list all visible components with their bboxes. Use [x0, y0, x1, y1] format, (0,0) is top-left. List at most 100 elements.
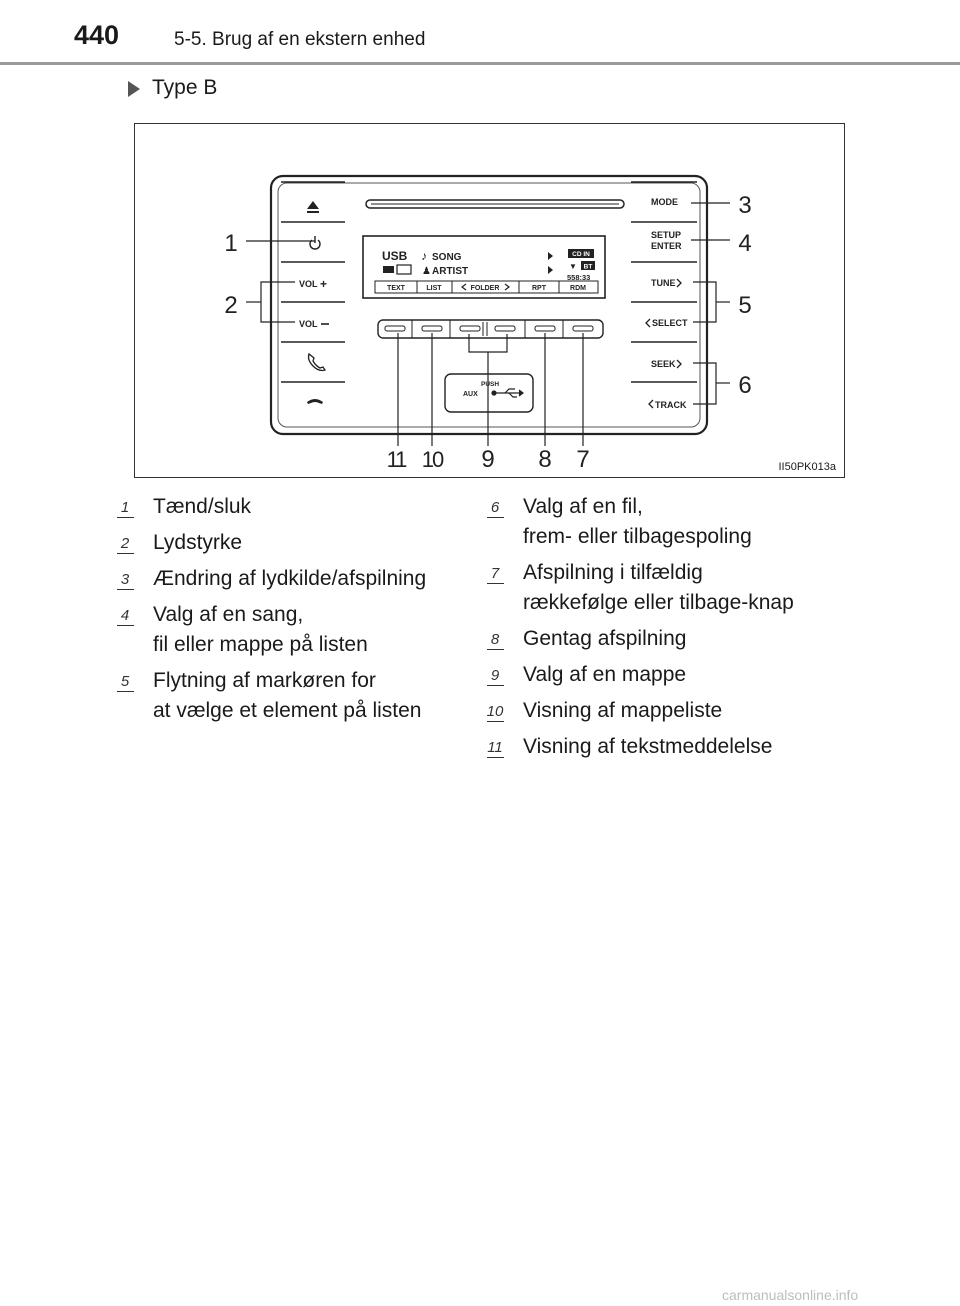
- callout-3: 3: [738, 192, 751, 219]
- play-arrow-icon: [548, 252, 553, 260]
- signal-icon: ▼: [569, 262, 577, 271]
- figure-radio-panel: VOL + VOL MODE SETUP ENTER TUNE SELECT S…: [134, 123, 845, 478]
- legend-item: 2 Lydstyrke: [114, 528, 474, 558]
- right-buttons: [631, 181, 697, 383]
- header-rule: [0, 62, 960, 65]
- cd-in-badge: CD IN: [572, 251, 590, 258]
- legend-text: Visning af mappeliste: [523, 699, 723, 722]
- callout-11: 11: [387, 447, 408, 472]
- phone-pickup-icon[interactable]: [307, 352, 327, 372]
- battery-icon: [396, 264, 412, 275]
- legend-item: 5 Flytning af markøren for at vælge et ele…: [114, 666, 474, 726]
- aux-label: AUX: [463, 391, 478, 398]
- legend-number: 8: [490, 631, 500, 648]
- callout-9: 9: [481, 446, 494, 473]
- legend-text: Afspilning i tilfældig: [523, 561, 703, 584]
- legend-text: at vælge et element på listen: [153, 699, 422, 722]
- subheading: Type B: [152, 76, 218, 99]
- display-song: SONG: [432, 252, 462, 263]
- chevron-left-icon: [461, 283, 467, 291]
- bt-badge: BT: [584, 264, 593, 271]
- callout-5: 5: [738, 292, 751, 319]
- chevron-right-icon: [504, 283, 510, 291]
- legend-number-badge: 6: [484, 498, 506, 518]
- chevron-right-icon: [676, 359, 682, 369]
- page-number: 440: [74, 20, 120, 50]
- phone-hangup-icon[interactable]: [307, 399, 323, 404]
- setup-button[interactable]: SETUP: [651, 230, 681, 240]
- legend-number-badge: 1: [114, 498, 136, 518]
- softkey-list: LIST: [426, 285, 442, 292]
- legend-number: 7: [490, 565, 500, 582]
- power-icon[interactable]: [309, 236, 321, 250]
- chevron-left-icon: [648, 399, 654, 409]
- seek-button[interactable]: SEEK: [651, 359, 676, 369]
- legend-text: Flytning af markøren for: [153, 669, 376, 692]
- legend-number-badge: 11: [484, 738, 506, 758]
- usb-icon: [491, 388, 524, 398]
- legend-number: 1: [120, 499, 130, 516]
- display-artist: ARTIST: [432, 266, 468, 277]
- eject-icon[interactable]: [307, 201, 319, 213]
- legend-number-badge: 7: [484, 564, 506, 584]
- softkey-folder: FOLDER: [471, 285, 500, 292]
- callout-numbers: 1 2 3 4 5 6 7 8 9 10 11: [224, 192, 751, 473]
- legend-number: 2: [120, 535, 130, 552]
- track-button[interactable]: TRACK: [655, 400, 687, 410]
- softkey-rdm: RDM: [570, 285, 586, 292]
- legend-item: 3 Ændring af lydkilde/afspilning: [114, 564, 474, 594]
- person-icon: ♟: [422, 266, 431, 277]
- legend-number-badge: 2: [114, 534, 136, 554]
- legend-text: Visning af tekstmeddelelse: [523, 735, 773, 758]
- display-clock: 558:33: [567, 273, 590, 282]
- legend-number-badge: 4: [114, 606, 136, 626]
- left-buttons: [281, 181, 345, 383]
- legend-number-badge: 10: [484, 702, 506, 722]
- softkey-row: [377, 319, 604, 339]
- legend-item: 1 Tænd/sluk: [114, 492, 474, 522]
- section-title: 5-5. Brug af en ekstern enhed: [174, 29, 426, 50]
- callout-7: 7: [576, 446, 589, 473]
- display-content: USB ♪ SONG ♟ ARTIST CD IN ▼ BT 558:33 TE…: [374, 249, 599, 294]
- enter-button[interactable]: ENTER: [651, 241, 682, 251]
- mode-button[interactable]: MODE: [651, 197, 678, 207]
- chevron-left-icon: [645, 318, 651, 328]
- callout-6: 6: [738, 372, 751, 399]
- legend-number: 11: [487, 739, 503, 756]
- legend-number-badge: 8: [484, 630, 506, 650]
- device-icon: [383, 266, 394, 273]
- legend-text: Lydstyrke: [153, 531, 243, 554]
- display-screen: [362, 235, 606, 299]
- legend-text: Tænd/sluk: [153, 495, 252, 518]
- legend-text: Gentag afspilning: [523, 627, 687, 650]
- legend-text: frem- eller tilbagespoling: [523, 525, 752, 548]
- vol-down-label[interactable]: VOL: [299, 319, 318, 329]
- legend-number: 10: [486, 703, 504, 720]
- softkey-rpt: RPT: [532, 285, 547, 292]
- music-note-icon: ♪: [421, 249, 427, 263]
- softkey-text: TEXT: [387, 285, 406, 292]
- legend-number: 3: [120, 571, 130, 588]
- play-arrow-icon: [548, 266, 553, 274]
- softkey-buttons[interactable]: [384, 325, 594, 332]
- callout-2: 2: [224, 292, 237, 319]
- push-label: PUSH: [481, 381, 499, 388]
- display-source: USB: [382, 249, 408, 263]
- legend-number: 4: [120, 607, 130, 624]
- legend-item: 11 Visning af tekstmeddelelse: [484, 732, 844, 762]
- chevron-right-icon: [676, 278, 682, 288]
- callout-10: 10: [422, 447, 444, 472]
- legend-item: 8 Gentag afspilning: [484, 624, 844, 654]
- select-button[interactable]: SELECT: [652, 318, 688, 328]
- legend-number-badge: 5: [114, 672, 136, 692]
- footer-watermark: carmanualsonline.info: [722, 1287, 859, 1303]
- figure-code: II50PK013a: [778, 461, 837, 473]
- legend-text: Valg af en mappe: [523, 663, 687, 686]
- vol-up-label[interactable]: VOL: [299, 279, 318, 289]
- legend-number: 9: [490, 667, 500, 684]
- tune-button[interactable]: TUNE: [651, 278, 676, 288]
- legend-text: Ændring af lydkilde/afspilning: [153, 567, 427, 590]
